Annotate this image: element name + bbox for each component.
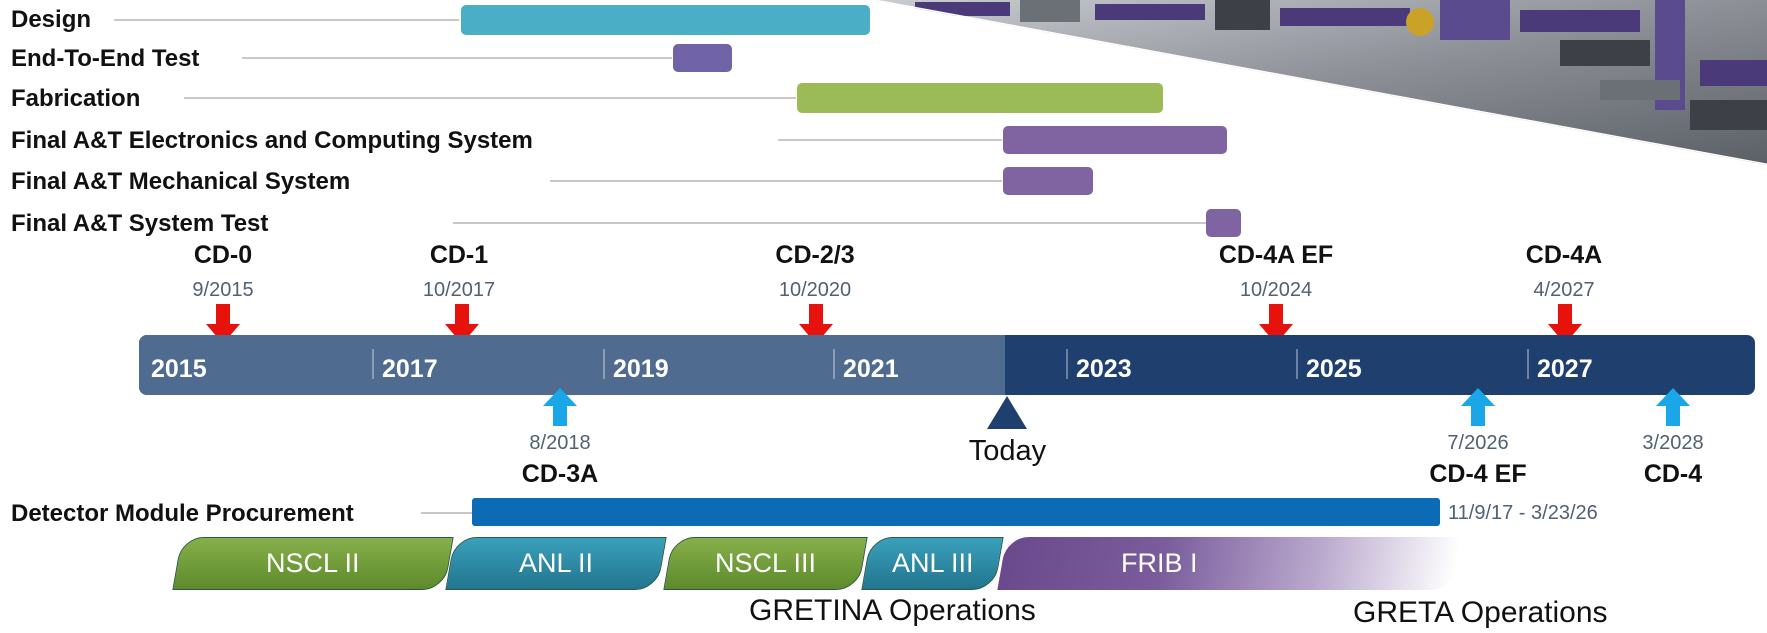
milestone-down-arrow-icon <box>1548 304 1582 344</box>
ops-block-label: ANL III <box>891 548 974 578</box>
gantt-label-fabrication: Fabrication <box>11 85 141 112</box>
timeline-bar: 2015 2017 2019 2021 2023 2025 2027 <box>139 335 1755 395</box>
gantt-label-final-at-electronics: Final A&T Electronics and Computing Syst… <box>11 127 533 154</box>
milestone-cd4a-date: 4/2027 <box>1533 279 1595 301</box>
gantt-guide-line <box>114 19 459 21</box>
timeline-year: 2021 <box>843 355 899 383</box>
gantt-bar-final-at-system-test <box>1206 209 1241 237</box>
timeline-year: 2015 <box>151 355 207 383</box>
timeline-year: 2027 <box>1537 355 1593 383</box>
gantt-guide-line <box>778 139 1002 141</box>
gantt-bar-design <box>461 5 870 35</box>
timeline-year-separator <box>833 349 835 379</box>
milestone-cd23-name: CD-2/3 <box>775 241 855 269</box>
milestone-up-arrow-icon <box>1461 388 1495 426</box>
milestone-cd23-date: 10/2020 <box>778 279 852 301</box>
milestone-cd0-name: CD-0 <box>193 241 253 269</box>
milestone-down-arrow-icon <box>206 304 240 344</box>
timeline-year-separator <box>1066 349 1068 379</box>
procurement-guide-line <box>421 512 472 514</box>
milestone-cd1-date: 10/2017 <box>422 279 496 301</box>
gantt-label-end-to-end-test: End-To-End Test <box>11 45 200 72</box>
gantt-bar-end-to-end-test <box>673 44 732 72</box>
ops-block-label: FRIB I <box>1121 548 1198 578</box>
gantt-bar-fabrication <box>797 83 1163 113</box>
ops-block-nscl-ii: NSCL II <box>172 537 454 590</box>
timeline-year-separator <box>1296 349 1298 379</box>
milestone-down-arrow-icon <box>799 304 833 344</box>
milestone-cd1-name: CD-1 <box>429 241 489 269</box>
milestone-up-arrow-icon <box>543 388 577 426</box>
gantt-bar-final-at-mechanical <box>1003 167 1093 195</box>
timeline-year: 2025 <box>1306 355 1362 383</box>
milestone-cd4a-ef-date: 10/2024 <box>1239 279 1313 301</box>
timeline-past-segment <box>139 335 1005 395</box>
gantt-guide-line <box>242 57 672 59</box>
milestone-down-arrow-icon <box>445 304 479 344</box>
procurement-bar <box>472 498 1440 526</box>
today-marker-icon <box>987 396 1027 429</box>
ops-block-anl-iii: ANL III <box>861 537 1004 590</box>
ops-block-label: ANL II <box>518 548 594 578</box>
gantt-bar-final-at-electronics <box>1003 126 1227 154</box>
gantt-guide-line <box>453 222 1206 224</box>
milestone-cd4-date: 3/2028 <box>1642 432 1704 454</box>
timeline-year: 2017 <box>382 355 438 383</box>
milestone-cd0-date: 9/2015 <box>192 279 254 301</box>
timeline-year-separator <box>372 349 374 379</box>
gantt-guide-line <box>184 97 796 99</box>
procurement-label: Detector Module Procurement <box>11 500 354 527</box>
procurement-date-range: 11/9/17 - 3/23/26 <box>1448 502 1598 524</box>
greta-operations-label: GRETA Operations <box>1353 596 1608 629</box>
timeline-year: 2023 <box>1076 355 1132 383</box>
gretina-operations-label: GRETINA Operations <box>749 594 1036 627</box>
milestone-cd4-name: CD-4 <box>1643 460 1703 488</box>
ops-block-label: NSCL III <box>714 548 817 578</box>
milestone-down-arrow-icon <box>1259 304 1293 344</box>
milestone-cd4-ef-name: CD-4 EF <box>1429 460 1527 488</box>
milestone-cd4a-name: CD-4A <box>1525 241 1603 269</box>
timeline-year: 2019 <box>613 355 669 383</box>
gantt-label-final-at-mechanical: Final A&T Mechanical System <box>11 168 351 195</box>
ops-block-frib-i: FRIB I <box>997 537 1462 590</box>
milestone-cd4-ef-date: 7/2026 <box>1447 432 1509 454</box>
gantt-label-design: Design <box>11 6 92 33</box>
milestone-cd3a-date: 8/2018 <box>529 432 591 454</box>
ops-block-label: NSCL II <box>266 548 360 578</box>
timeline-year-separator <box>603 349 605 379</box>
gantt-guide-line <box>550 180 1002 182</box>
ops-block-anl-ii: ANL II <box>445 537 667 590</box>
milestone-up-arrow-icon <box>1656 388 1690 426</box>
gantt-label-final-at-system-test: Final A&T System Test <box>11 210 269 237</box>
milestone-cd4a-ef-name: CD-4A EF <box>1218 241 1334 269</box>
milestone-cd3a-name: CD-3A <box>521 460 599 488</box>
today-label: Today <box>968 435 1047 467</box>
timeline-year-separator <box>1527 349 1529 379</box>
ops-block-nscl-iii: NSCL III <box>663 537 868 590</box>
